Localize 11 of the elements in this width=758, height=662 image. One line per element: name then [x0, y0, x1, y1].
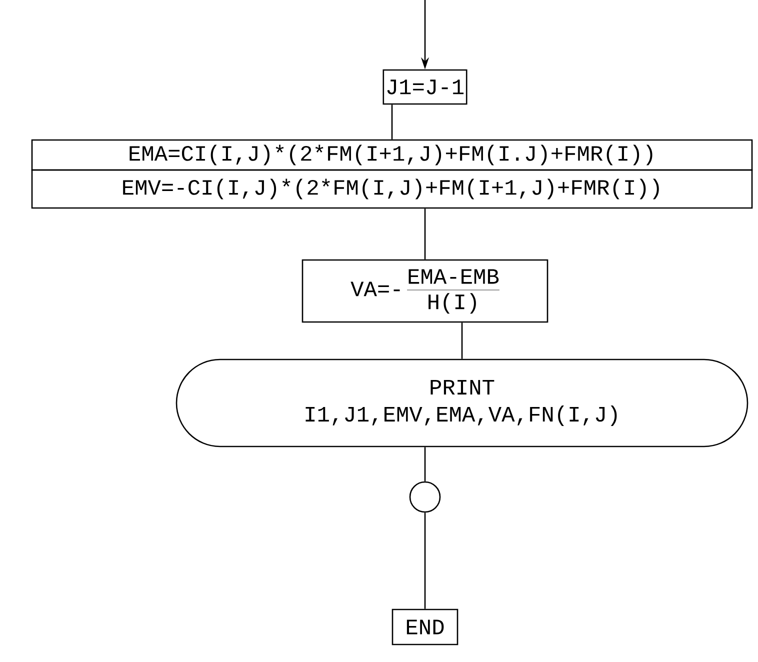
connector-line	[424, 512, 426, 609]
process-box: EMV=-CI(I,J)*(2*FM(I,J)+FM(I+1,J)+FMR(I))	[31, 169, 753, 209]
process-box: EMA=CI(I,J)*(2*FM(I+1,J)+FM(I.J)+FMR(I))	[31, 139, 753, 171]
process-box: J1=J-1	[382, 69, 468, 105]
connector-line	[424, 447, 426, 482]
connector-line	[391, 104, 393, 140]
connector-line	[424, 208, 426, 260]
process-box: END	[392, 608, 458, 646]
connector-line	[461, 322, 463, 359]
connector-circle	[409, 481, 441, 513]
process-box: VA=- EMA-EMB H(I)	[302, 259, 548, 323]
